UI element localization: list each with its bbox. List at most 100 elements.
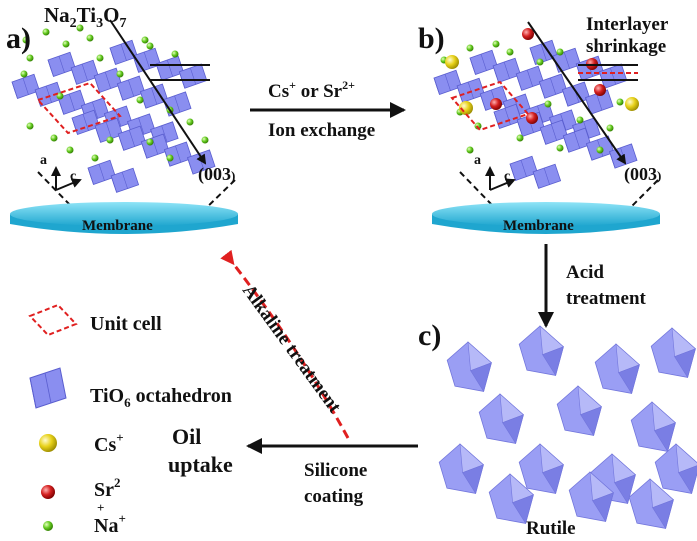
axis-c-label: c — [70, 169, 76, 184]
octahedron-block — [598, 63, 628, 89]
na-atom — [56, 92, 64, 100]
legend-unit-cell-label: Unit cell — [90, 313, 162, 335]
octahedron-edge — [22, 77, 29, 95]
oil-label: Oil — [172, 424, 201, 449]
treatment-label: treatment — [566, 288, 647, 309]
octahedron-block — [515, 65, 545, 91]
rutile-octahedron — [478, 393, 524, 445]
rutile-octahedron — [654, 443, 697, 495]
octahedron-edge — [480, 53, 487, 71]
octahedron-edge — [520, 159, 527, 177]
octahedron-facet — [187, 157, 194, 175]
octahedron-block — [433, 69, 463, 96]
rutile-side-facet — [592, 492, 614, 523]
na-atom — [146, 138, 154, 146]
rutile-side-facet — [654, 422, 676, 453]
octahedron-edge — [503, 61, 510, 79]
octahedron-block — [110, 167, 140, 193]
rutile-octahedron — [650, 327, 696, 379]
membrane-a — [10, 202, 238, 234]
panel-a: a c (003) Membrane a) Na2Ti3O7 — [6, 3, 238, 234]
octahedron-edge — [82, 113, 89, 131]
na-atom — [544, 100, 552, 108]
octahedron-facet — [586, 143, 593, 161]
octahedron-facet — [456, 85, 463, 103]
arrow-ion-exchange: Cs+ or Sr2+ Ion exchange — [250, 78, 406, 141]
octahedron-block — [117, 125, 147, 151]
octahedron-edge — [550, 123, 557, 141]
octahedron-facet — [93, 75, 100, 93]
plane-normal-a — [109, 19, 207, 165]
axis-c-line-b — [489, 178, 516, 191]
arrow-alkaline-treatment: Alkaline treatment — [220, 249, 350, 439]
octahedron-edge — [104, 71, 111, 89]
octahedron-block — [539, 119, 569, 145]
octahedra-layer-b — [433, 39, 638, 189]
legend-cs-label: Cs+ — [94, 430, 124, 456]
octahedron-block — [532, 163, 562, 189]
octahedron-edge — [504, 107, 511, 125]
octahedron-edge — [58, 55, 65, 73]
octahedron-facet — [492, 65, 499, 83]
octahedron-block — [163, 141, 193, 167]
sr-atom — [594, 84, 606, 96]
cs-atom — [625, 97, 639, 111]
rutile-side-facet — [470, 362, 492, 393]
legend-na-label: Na+ — [94, 511, 126, 537]
octahedron-edge — [444, 73, 451, 91]
membrane-guide-a2 — [201, 179, 236, 213]
membrane-label-a: Membrane — [82, 218, 153, 234]
rutile-side-facet — [580, 406, 602, 437]
rutile-side-facet — [462, 464, 484, 495]
octahedron-edge — [45, 85, 52, 103]
octahedron-edge — [190, 67, 197, 85]
octahedra-layer-a — [11, 39, 216, 193]
octahedron-facet — [469, 57, 476, 75]
octahedron-facet — [609, 151, 616, 169]
rutile-octahedron — [568, 471, 614, 523]
octahedron-facet — [11, 81, 18, 99]
na-atom — [22, 36, 30, 44]
octahedron-edge — [540, 43, 547, 61]
octahedron-facet — [117, 83, 124, 101]
cs-atom — [445, 55, 459, 69]
octahedron-block — [562, 127, 592, 153]
na-atom — [536, 58, 544, 66]
axis-c-label-b: c — [504, 169, 510, 184]
panel-a-letter: a) — [6, 22, 31, 55]
na-atom — [466, 44, 474, 52]
panel-b: a c (003) Membrane b) Interlayer shrinka… — [418, 14, 669, 234]
octahedron-facet — [110, 175, 117, 193]
octahedron-edge — [563, 51, 570, 69]
rutile-side-facet — [652, 499, 674, 530]
octahedron-block — [509, 155, 539, 182]
octahedron-block — [155, 55, 185, 81]
rutile-octahedron — [556, 385, 602, 437]
na-atom — [466, 146, 474, 154]
membrane-guide-a1 — [37, 171, 71, 206]
membrane-label-b: Membrane — [503, 218, 574, 234]
octahedron-edge — [152, 137, 159, 155]
octahedron-edge — [550, 77, 557, 95]
octahedron-facet — [563, 135, 570, 153]
interlayer-label: Interlayer — [586, 14, 669, 35]
rutile-side-facet — [542, 464, 564, 495]
rutile-octahedron — [518, 443, 564, 495]
octahedron-facet — [117, 133, 124, 151]
unit-cell-b — [450, 80, 530, 132]
rutile-side-facet — [674, 348, 696, 379]
na-atom — [506, 48, 514, 56]
legend-octahedron-swatch — [29, 367, 67, 409]
octahedron-block — [87, 159, 117, 186]
sr-atom — [490, 98, 502, 110]
panel-b-letter: b) — [418, 22, 445, 55]
rutile-side-facet — [618, 364, 640, 395]
na-atom — [116, 70, 124, 78]
ion-exchange-label: Ion exchange — [268, 120, 375, 141]
octahedron-edge — [121, 171, 128, 189]
na-atom — [62, 40, 70, 48]
octahedron-edge — [467, 81, 474, 99]
octahedron-edge — [166, 59, 173, 77]
octahedron-facet — [539, 81, 546, 99]
